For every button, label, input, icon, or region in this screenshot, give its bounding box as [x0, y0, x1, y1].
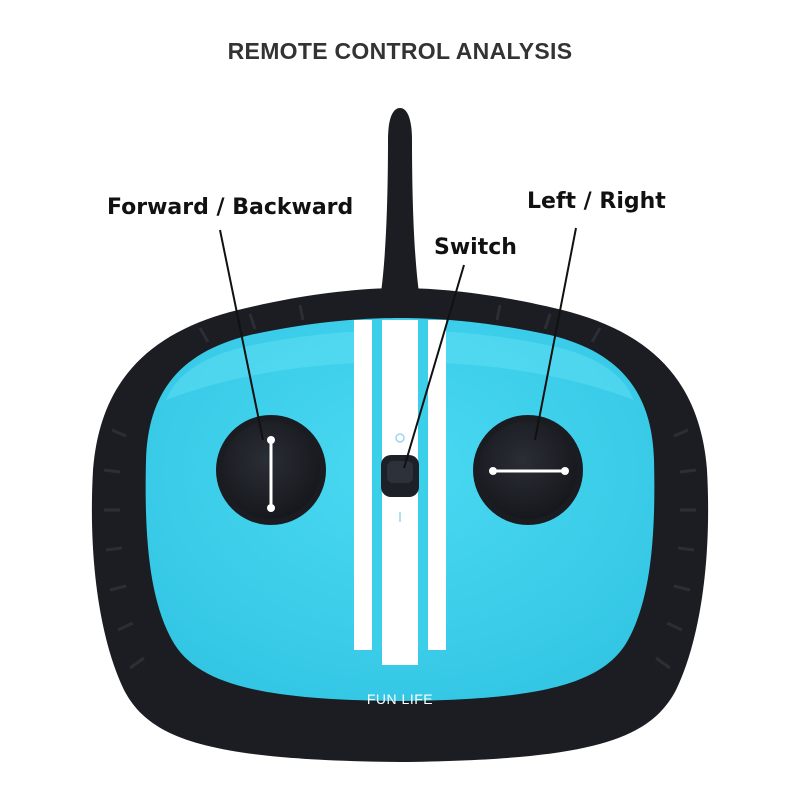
face-highlight — [166, 330, 634, 400]
left-right-label: Left / Right — [527, 189, 666, 214]
page-title: REMOTE CONTROL ANALYSIS — [227, 38, 573, 64]
switch-leader-line — [403, 264, 465, 469]
forward-backward-knob[interactable] — [216, 415, 326, 525]
forward-backward-label: Forward / Backward — [107, 195, 354, 220]
power-on-icon — [395, 433, 405, 443]
switch-label: Switch — [434, 235, 517, 260]
left-right-knob[interactable] — [473, 415, 583, 525]
antenna — [380, 108, 420, 300]
brand-logo-text: FUN LIFE — [366, 691, 434, 707]
grip-texture — [103, 304, 697, 670]
forward-backward-leader-line — [219, 229, 264, 441]
left-right-leader-line — [534, 227, 577, 441]
